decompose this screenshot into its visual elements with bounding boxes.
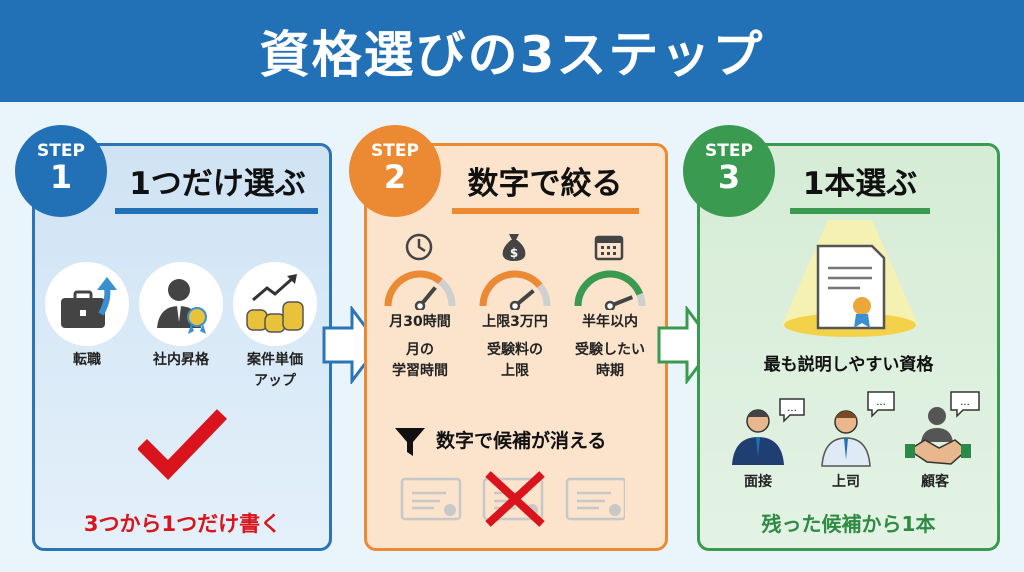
gauge-fill xyxy=(384,270,443,307)
coins-growth-icon xyxy=(233,262,317,346)
step-2-badge: STEP 2 xyxy=(349,125,441,217)
step-1-heading: 1つだけ選ぶ xyxy=(129,166,306,202)
metric-value: 月30時間 xyxy=(389,314,451,330)
metric-desc: 時期 xyxy=(596,363,624,379)
step-2-heading: 数字で絞る xyxy=(467,166,623,202)
step-label: STEP xyxy=(705,141,753,161)
step-number: 3 xyxy=(717,158,741,196)
svg-text:$: $ xyxy=(510,246,518,260)
svg-text:...: ... xyxy=(876,397,886,408)
svg-text:...: ... xyxy=(787,403,797,414)
header-banner: 資格選びの3ステップ xyxy=(0,0,1024,102)
filter-text: 数字で候補が消える xyxy=(436,430,607,452)
step-1-badge: STEP 1 xyxy=(15,125,107,217)
metric-desc: 受験料の xyxy=(487,342,543,358)
audience-label: 上司 xyxy=(832,474,860,490)
handshake-client-icon: ... xyxy=(905,391,980,465)
step-3-footer: 残った候補から1本 xyxy=(761,512,936,536)
gauge-hub xyxy=(509,300,521,310)
step-1-footer: 3つから1つだけ書く xyxy=(83,512,282,536)
gauge-monthly-hours xyxy=(384,270,456,310)
step-3-heading: 1本選ぶ xyxy=(802,166,918,202)
step-3-caption: 最も説明しやすい資格 xyxy=(763,355,934,375)
heading-underline xyxy=(790,208,930,214)
option-label: 社内昇格 xyxy=(153,352,209,368)
boss-icon: ... xyxy=(821,391,895,467)
gauge-exam-timing xyxy=(574,270,646,310)
metric-desc: 学習時間 xyxy=(392,363,448,379)
step-3-badge: STEP 3 xyxy=(683,125,775,217)
step-number: 1 xyxy=(49,158,73,196)
option-label: 案件単価 xyxy=(247,352,303,368)
calendar-icon xyxy=(594,235,624,261)
gauge-hub xyxy=(604,300,616,310)
heading-underline xyxy=(115,208,318,214)
check-mark-icon xyxy=(138,409,228,480)
metric-value: 上限3万円 xyxy=(482,314,548,330)
step-label: STEP xyxy=(37,141,85,161)
page-title: 資格選びの3ステップ xyxy=(259,26,765,84)
step-number: 2 xyxy=(383,158,407,196)
spotlight-certificate-icon xyxy=(782,220,918,337)
gauge-fill xyxy=(574,270,644,307)
interviewer-icon: ... xyxy=(732,398,805,465)
funnel-icon xyxy=(395,428,425,456)
audience-label: 面接 xyxy=(744,474,772,490)
option-label: 転職 xyxy=(73,352,101,368)
metric-desc: 受験したい xyxy=(575,342,645,358)
gauge-hub xyxy=(414,300,426,310)
option-label: アップ xyxy=(254,373,296,389)
audience-label: 顧客 xyxy=(921,474,949,490)
svg-text:...: ... xyxy=(960,397,970,408)
businessman-award-icon xyxy=(139,262,223,346)
money-bag-icon: $ xyxy=(502,234,526,261)
metric-desc: 上限 xyxy=(501,363,529,379)
metric-value: 半年以内 xyxy=(582,314,638,330)
gauge-fill xyxy=(479,270,543,307)
metric-desc: 月の xyxy=(406,342,434,358)
step-label: STEP xyxy=(371,141,419,161)
heading-underline xyxy=(452,208,639,214)
clock-icon xyxy=(405,233,433,261)
gauge-exam-fee xyxy=(479,270,551,310)
briefcase-arrow-icon xyxy=(45,262,129,346)
rejected-x-icon xyxy=(485,471,545,527)
